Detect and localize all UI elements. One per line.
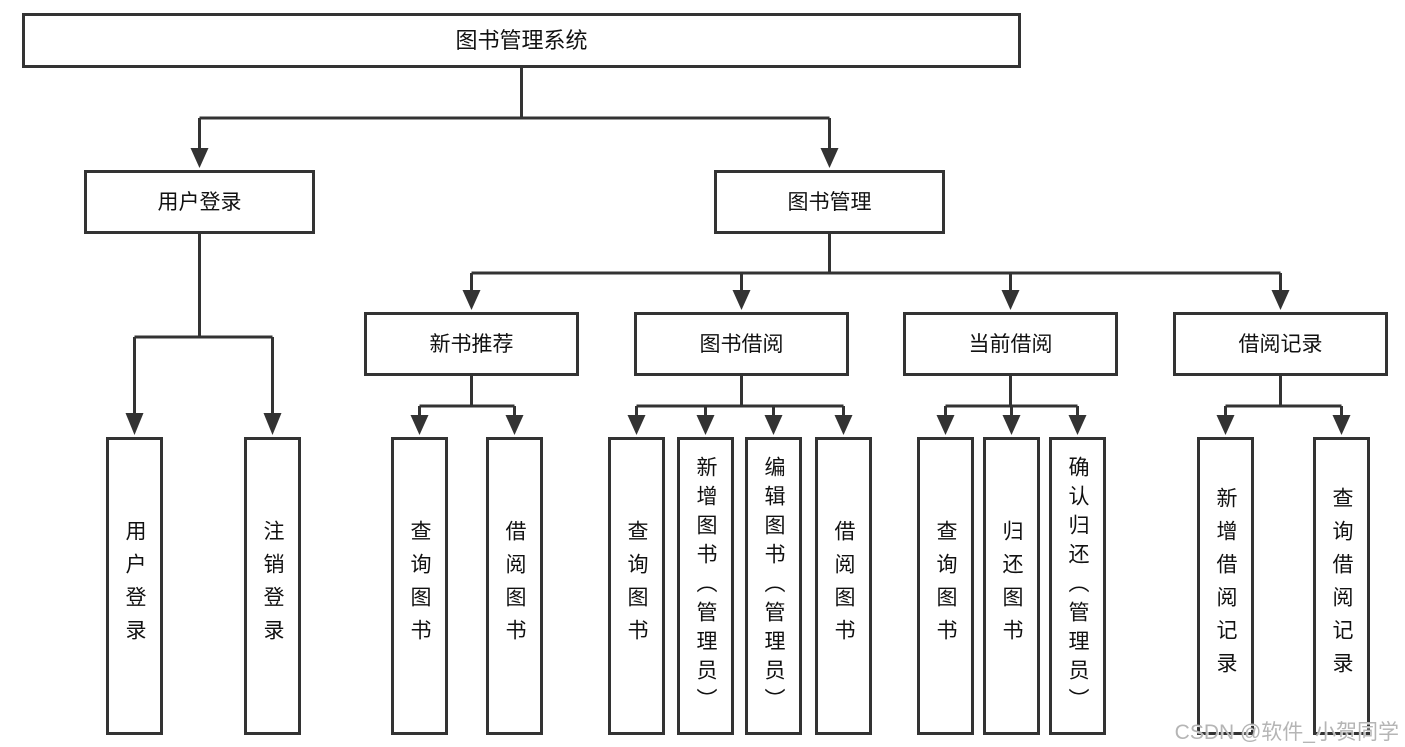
node-label: 借阅记录 (1238, 332, 1323, 356)
leaf-confirm-return-admin: 确认归还（管理员） (1049, 437, 1106, 735)
node-label: 查询借阅记录 (1330, 487, 1353, 685)
node-label: 新增借阅记录 (1214, 487, 1237, 685)
node-label: 用户登录 (123, 520, 146, 652)
leaf-query-books-borrow: 查询图书 (608, 437, 665, 735)
node-label: 图书管理 (787, 190, 872, 214)
node-label: 归还图书 (1000, 520, 1023, 652)
leaf-add-books-admin: 新增图书（管理员） (677, 437, 734, 735)
node-system-root: 图书管理系统 (22, 13, 1021, 68)
node-label: 确认归还（管理员） (1066, 455, 1089, 717)
node-label: 新增图书（管理员） (694, 455, 717, 717)
node-label: 查询图书 (625, 520, 648, 652)
leaf-add-borrow-record: 新增借阅记录 (1197, 437, 1254, 735)
node-label: 新书推荐 (429, 332, 514, 356)
node-new-book-recommend: 新书推荐 (364, 312, 579, 376)
node-label: 当前借阅 (968, 332, 1053, 356)
node-label: 注销登录 (261, 520, 284, 652)
node-label: 图书借阅 (699, 332, 784, 356)
node-label: 图书管理系统 (455, 27, 588, 53)
leaf-query-books-recommend: 查询图书 (391, 437, 448, 735)
csdn-watermark: CSDN @软件_小贺同学 (1174, 721, 1399, 744)
node-user-login: 用户登录 (84, 170, 315, 234)
node-label: 查询图书 (408, 520, 431, 652)
node-book-management: 图书管理 (714, 170, 945, 234)
node-current-borrowing: 当前借阅 (903, 312, 1118, 376)
node-borrowing-records: 借阅记录 (1173, 312, 1388, 376)
leaf-borrow-books: 借阅图书 (815, 437, 872, 735)
node-label: 借阅图书 (832, 520, 855, 652)
node-label: 借阅图书 (503, 520, 526, 652)
leaf-logout: 注销登录 (244, 437, 301, 735)
leaf-query-borrow-record: 查询借阅记录 (1313, 437, 1370, 735)
leaf-return-books: 归还图书 (983, 437, 1040, 735)
node-label: 编辑图书（管理员） (762, 455, 785, 717)
leaf-query-books-current: 查询图书 (917, 437, 974, 735)
node-book-borrowing: 图书借阅 (634, 312, 849, 376)
leaf-user-login: 用户登录 (106, 437, 163, 735)
leaf-edit-books-admin: 编辑图书（管理员） (745, 437, 802, 735)
node-label: 查询图书 (934, 520, 957, 652)
node-label: 用户登录 (157, 190, 242, 214)
leaf-borrow-books-recommend: 借阅图书 (486, 437, 543, 735)
